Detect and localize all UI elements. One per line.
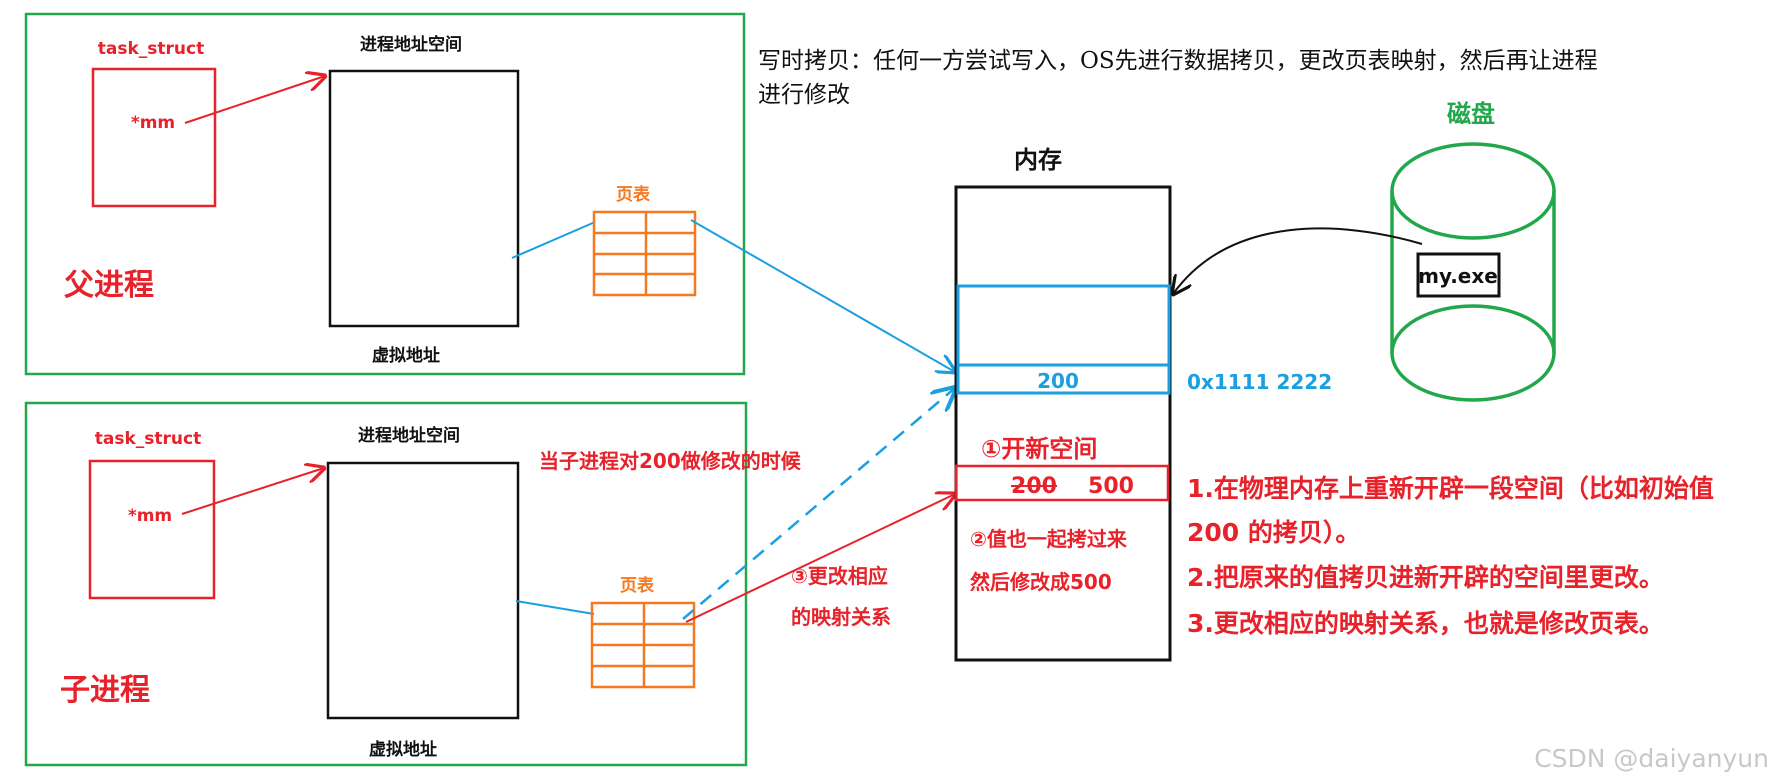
- memory-copy-note-line1: ②值也一起拷过来: [970, 527, 1128, 551]
- parent-address-space-label: 进程地址空间: [360, 34, 462, 55]
- child-mm-arrow: [181, 468, 324, 515]
- cow-definition-line1: 写时拷贝：任何一方尝试写入，OS先进行数据拷贝，更改页表映射，然后再让进程: [758, 48, 1598, 74]
- step3: 3.更改相应的映射关系，也就是修改页表。: [1187, 609, 1664, 638]
- parent-vaddr-to-pagetable-line: [511, 221, 596, 259]
- child-new-mapping-arrow: [685, 494, 955, 623]
- cow-definition-line2: 进行修改: [758, 82, 850, 108]
- parent-page-table: [592, 210, 697, 297]
- parent-page-table-label: 页表: [616, 184, 651, 205]
- child-title: 子进程: [60, 673, 150, 708]
- parent-process-frame: [24, 12, 746, 376]
- parent-virtual-address-label: 虚拟地址: [372, 345, 440, 366]
- memory-new-space-label: ①开新空间: [981, 435, 1097, 463]
- disk-load-arrow: [1173, 227, 1423, 294]
- child-mm-pointer: *mm: [128, 506, 172, 526]
- parent-mm-pointer: *mm: [131, 113, 175, 133]
- child-task-struct-box: [88, 459, 216, 600]
- step1-line1: 1.在物理内存上重新开辟一段空间（比如初始值: [1187, 474, 1714, 503]
- step1-line2: 200 的拷贝）。: [1187, 518, 1360, 547]
- child-remap-note-line1: ③更改相应: [791, 564, 888, 588]
- child-process-frame: [24, 401, 748, 767]
- parent-task-struct-box: [91, 67, 217, 208]
- child-modify-note: 当子进程对200做修改的时候: [539, 449, 802, 473]
- step2: 2.把原来的值拷贝进新开辟的空间里更改。: [1187, 563, 1664, 592]
- child-page-table-label: 页表: [620, 575, 655, 596]
- child-address-space-label: 进程地址空间: [358, 425, 460, 446]
- parent-pagetable-to-memory-arrow: [690, 219, 955, 372]
- parent-title: 父进程: [64, 268, 154, 303]
- child-remap-note-line2: 的映射关系: [791, 605, 891, 629]
- parent-mm-arrow: [184, 76, 325, 124]
- parent-task-struct-label: task_struct: [98, 39, 204, 59]
- memory-value: 200: [1037, 369, 1079, 393]
- disk-file-box: [1416, 252, 1501, 298]
- memory-copy-note-line2: 然后修改成500: [970, 570, 1112, 594]
- child-task-struct-label: task_struct: [95, 429, 201, 449]
- watermark: CSDN @daiyanyun: [1534, 744, 1769, 773]
- memory-new-space-box: [954, 464, 1170, 502]
- child-virtual-address-label: 虚拟地址: [369, 739, 437, 760]
- memory-loaded-region: [956, 284, 1171, 395]
- memory-title: 内存: [1014, 146, 1062, 174]
- parent-address-space-box: [328, 69, 520, 328]
- child-page-table: [590, 601, 696, 689]
- disk-title: 磁盘: [1447, 100, 1495, 128]
- memory-box: [954, 185, 1172, 662]
- disk-file-name: my.exe: [1418, 264, 1498, 288]
- child-old-mapping-dashed-arrow: [682, 388, 955, 620]
- child-vaddr-to-pagetable-line: [515, 600, 595, 615]
- child-address-space-box: [326, 461, 520, 720]
- memory-new-value: 500: [1088, 474, 1134, 499]
- disk-cylinder: [1390, 142, 1556, 402]
- memory-address: 0x1111 2222: [1187, 370, 1332, 394]
